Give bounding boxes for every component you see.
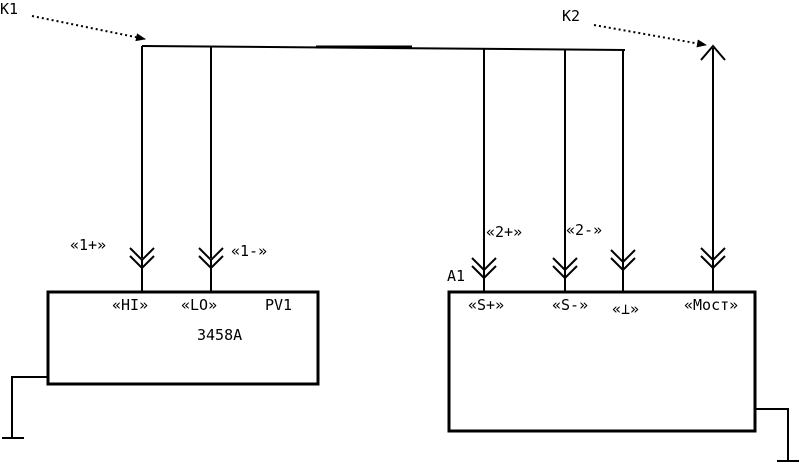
pointer-k1-leader <box>31 15 146 42</box>
a1-port-bridge: «Мост» <box>684 296 738 314</box>
label-connector-1-minus: «1-» <box>231 242 267 260</box>
a1-port-s-minus: «S-» <box>552 296 588 314</box>
pointer-k2: К2 <box>562 7 707 48</box>
a1-port-s-plus: «S+» <box>468 296 504 314</box>
connector-2-minus-icon <box>552 257 578 292</box>
label-connector-2-minus: «2-» <box>566 221 602 239</box>
label-k2: К2 <box>562 7 580 25</box>
pointer-k2-leader <box>593 24 707 48</box>
device-a1-block: «S+» «S-» «⊥» «Мост» <box>447 290 757 433</box>
pv1-port-hi: «HI» <box>112 296 148 314</box>
instrument-pv1-block: «HI» «LO» PV1 3458A <box>46 290 320 386</box>
connector-1-minus-icon <box>198 247 224 292</box>
label-connector-1-plus: «1+» <box>70 236 106 254</box>
ground-symbol-pv1-icon <box>2 376 48 439</box>
bridge-arrow-up-icon <box>700 44 726 61</box>
label-connector-2-plus: «2+» <box>486 223 522 241</box>
connector-2-plus-icon <box>471 257 497 292</box>
ground-symbol-a1-icon <box>755 408 799 462</box>
pv1-designator: PV1 <box>265 296 292 314</box>
a1-designator: А1 <box>447 267 465 285</box>
connector-1-plus-icon <box>129 247 155 292</box>
connector-bridge-icon <box>700 247 726 292</box>
pointer-k1: К1 <box>0 0 146 42</box>
pv1-port-lo: «LO» <box>181 296 217 314</box>
a1-port-ground: «⊥» <box>612 300 639 318</box>
connector-ground-icon <box>610 249 636 292</box>
label-k1: К1 <box>0 0 18 18</box>
pv1-model: 3458A <box>197 326 242 344</box>
bus-top-wire <box>141 45 626 51</box>
